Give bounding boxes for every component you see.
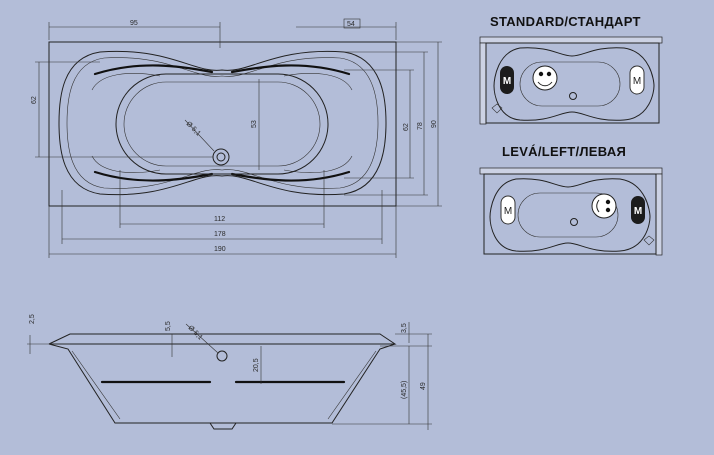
left-right-badge: M	[634, 206, 642, 217]
standard-drain	[569, 92, 577, 100]
standard-right-headrest	[629, 65, 645, 95]
left-drain	[570, 218, 578, 226]
side-body-outline	[48, 343, 396, 424]
standard-left-headrest	[500, 66, 514, 94]
left-left-headrest	[500, 195, 516, 225]
dim-49: 49	[420, 382, 427, 390]
armrest-bottom-right	[230, 170, 351, 182]
side-rim	[48, 333, 397, 345]
side-foot	[209, 422, 237, 430]
top-view: Ø 5,1 95 54 62 53 62 78 90 112	[31, 18, 442, 258]
dim-78: 78	[417, 122, 424, 130]
left-view: LEVÁ/LEFT/ЛЕВАЯ M M	[479, 144, 663, 256]
standard-left-badge: M	[503, 76, 511, 87]
left-control-panel	[591, 193, 617, 219]
standard-title: STANDARD/СТАНДАРТ	[490, 14, 641, 29]
armrest-bottom-left	[93, 170, 214, 182]
side-drain-diameter-label: Ø 5,1	[187, 324, 204, 341]
dim-95: 95	[130, 20, 138, 27]
tub-basin-outline	[58, 50, 387, 196]
dim-112: 112	[214, 216, 225, 223]
inner-arc-left-top	[91, 73, 161, 91]
standard-view: STANDARD/СТАНДАРТ M M	[479, 14, 663, 125]
inner-arc-left-bottom	[91, 155, 161, 173]
left-title: LEVÁ/LEFT/ЛЕВАЯ	[502, 144, 626, 159]
dim-53: 53	[251, 120, 258, 128]
side-view: 2,5 5,5 Ø 5,1 20,5 3,5 (45,5) 49	[27, 314, 432, 430]
dim-190: 190	[214, 246, 226, 253]
dim-178: 178	[214, 231, 226, 238]
side-drain	[216, 350, 228, 362]
tub-inner-outline	[66, 57, 379, 189]
dim-20-5: 20,5	[253, 358, 260, 372]
dim-62-left: 62	[31, 96, 38, 104]
dim-5-5: 5,5	[165, 321, 172, 331]
top-drain-diameter-label: Ø 5,1	[185, 120, 202, 137]
left-left-badge: M	[504, 206, 512, 217]
armrest-top-left	[93, 64, 214, 76]
standard-right-badge: M	[633, 76, 641, 87]
dim-62-right: 62	[403, 123, 410, 131]
inner-arc-right-bottom	[283, 155, 353, 173]
dim-3-5: 3,5	[401, 323, 408, 333]
side-inner-line	[71, 350, 377, 420]
basin-floor-inner	[123, 81, 321, 167]
dim-2-5: 2,5	[29, 314, 36, 324]
drain-inner	[216, 152, 226, 162]
tub-outer-rim	[48, 41, 397, 207]
armrest-top-right	[230, 64, 351, 76]
left-right-headrest	[631, 196, 645, 224]
inner-arc-right-top	[283, 73, 353, 91]
dim-45-5: (45,5)	[401, 381, 408, 399]
drain-outer	[212, 148, 230, 166]
dim-90: 90	[431, 120, 438, 128]
dim-54: 54	[347, 21, 355, 28]
standard-control-panel	[532, 65, 558, 91]
basin-floor-outer	[115, 73, 329, 175]
